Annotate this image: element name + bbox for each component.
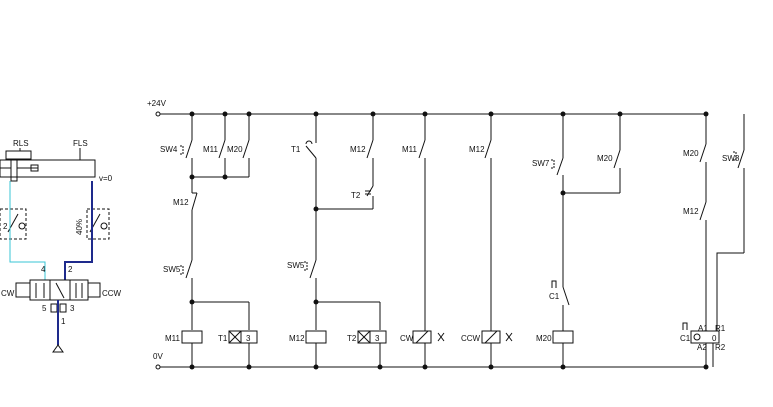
supply-label: 1 bbox=[61, 317, 66, 326]
cw-coil-label: CW bbox=[400, 334, 414, 343]
m12-contact-b-label: M12 bbox=[350, 145, 366, 154]
line-b-blue bbox=[64, 181, 93, 280]
sw5-b-label: SW5 bbox=[287, 261, 305, 270]
counter-a2-label: A2 bbox=[697, 343, 707, 352]
m11-contact-b-label: M11 bbox=[402, 145, 418, 154]
m12-interlock-label: M12 bbox=[173, 198, 189, 207]
port-a-label: 4 bbox=[41, 265, 46, 274]
m20-coil bbox=[552, 330, 574, 344]
rung-m11: SW4 M11 M20 M12 SW5 M11 3 T1 bbox=[160, 114, 258, 367]
rail-0v-label: 0V bbox=[153, 352, 163, 361]
cw-valve-icon bbox=[437, 332, 445, 342]
valve-cell-3 bbox=[69, 279, 89, 301]
port-b-label: 2 bbox=[68, 265, 73, 274]
solenoid-left bbox=[15, 282, 31, 298]
solenoid-right-label: CCW bbox=[102, 289, 122, 298]
t1-coil-num: 3 bbox=[246, 334, 251, 343]
rung-ccw: M12 CCW bbox=[461, 114, 513, 367]
rung-cw: M11 CW bbox=[400, 114, 445, 367]
m11-contact-a-label: M11 bbox=[203, 145, 219, 154]
ccw-coil-label: CCW bbox=[461, 334, 481, 343]
piston-marker bbox=[30, 164, 39, 172]
cylinder-rod-end bbox=[5, 150, 32, 160]
m11-coil bbox=[181, 330, 203, 344]
rung-m12: T1 M12 T2 SW5 M12 3 T2 bbox=[287, 114, 387, 367]
cylinder-body bbox=[0, 159, 96, 178]
t2-coil-num: 3 bbox=[375, 334, 380, 343]
rls-label: RLS bbox=[13, 139, 29, 148]
c1-contact-label: C1 bbox=[549, 292, 560, 301]
sw4-label: SW4 bbox=[160, 145, 178, 154]
t2-contact-label: T2 bbox=[351, 191, 361, 200]
solenoid-right bbox=[87, 282, 101, 298]
counter-a1-label: A1 bbox=[698, 324, 708, 333]
sw5-a-label: SW5 bbox=[163, 265, 181, 274]
exhaust-right-label: 3 bbox=[70, 304, 75, 313]
c1-contact-icon bbox=[551, 280, 557, 288]
counter-r2-label: R2 bbox=[715, 343, 726, 352]
t1-coil-label: T1 bbox=[218, 334, 228, 343]
m11-coil-label: M11 bbox=[165, 334, 181, 343]
counter-value: 0 bbox=[712, 334, 717, 343]
junctions bbox=[189, 111, 709, 370]
c1-coil-label: C1 bbox=[680, 334, 691, 343]
m12-contact-c-label: M12 bbox=[469, 145, 485, 154]
pneumatic-circuit: RLS FLS v=0 2 40% CW CCW 4 2 5 3 1 bbox=[0, 139, 122, 353]
sw8-label: SW8 bbox=[722, 154, 740, 163]
supply-source-icon bbox=[52, 344, 64, 353]
m12-coil bbox=[305, 330, 327, 344]
m12-coil-label: M12 bbox=[289, 334, 305, 343]
sw7-label: SW7 bbox=[532, 159, 550, 168]
ccw-valve-icon bbox=[505, 332, 513, 342]
flow-valve-right-setting: 40% bbox=[75, 219, 84, 235]
rung-m20: SW7 M20 C1 M20 bbox=[532, 114, 621, 367]
flow-valve-left bbox=[0, 208, 27, 240]
t1-contact-label: T1 bbox=[291, 145, 301, 154]
velocity-label: v=0 bbox=[99, 174, 113, 183]
solenoid-left-label: CW bbox=[1, 289, 15, 298]
flow-valve-right bbox=[86, 208, 110, 240]
line-a-cyan bbox=[9, 181, 46, 280]
m20-coil-label: M20 bbox=[536, 334, 552, 343]
rung-c1: M20 M12 SW8 0 C1 A1 A2 R1 R2 bbox=[680, 114, 745, 367]
m20-contact-c-label: M20 bbox=[683, 149, 699, 158]
counter-r1-label: R1 bbox=[715, 324, 726, 333]
m12-contact-d-label: M12 bbox=[683, 207, 699, 216]
rail-24v-label: +24V bbox=[147, 99, 167, 108]
t2-coil-label: T2 bbox=[347, 334, 357, 343]
m20-contact-b-label: M20 bbox=[597, 154, 613, 163]
flow-valve-left-setting: 2 bbox=[3, 222, 8, 231]
exhaust-left-label: 5 bbox=[42, 304, 47, 313]
valve-cell-1 bbox=[29, 279, 51, 301]
cylinder-piston bbox=[10, 158, 18, 182]
m20-contact-a-label: M20 bbox=[227, 145, 243, 154]
power-rails: +24V 0V bbox=[147, 99, 708, 370]
fls-label: FLS bbox=[73, 139, 88, 148]
